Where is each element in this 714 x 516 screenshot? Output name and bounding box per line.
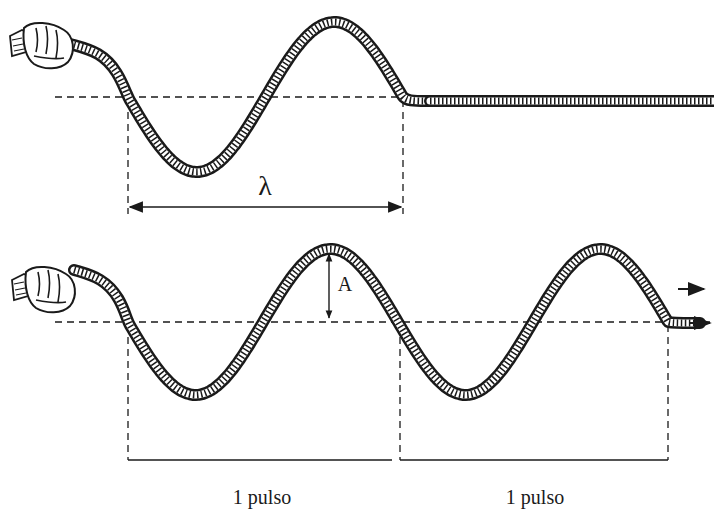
rope [430,101,714,102]
rope-hatching [70,22,430,172]
guide-line [127,325,128,460]
rope-hatching [430,98,714,105]
rope-outline [430,95,714,107]
amplitude-symbol: A [338,274,352,294]
hand-drawing [12,267,75,312]
guide-line [127,100,128,214]
baseline [55,321,714,322]
rope [74,249,700,395]
guide-line [667,325,668,460]
propagation-arrow [690,322,710,324]
wavelength-symbol: λ [258,172,272,200]
wavelength-arrow [130,206,401,208]
guide-line [402,100,403,214]
rope-hatching [74,249,700,395]
pulse-bracket [400,459,668,460]
pulse-bracket [128,459,392,460]
guide-line [399,325,400,460]
rope-fill [74,249,700,395]
hand-drawing [10,23,73,68]
propagation-arrow [678,288,704,290]
rope-outline [70,22,430,172]
rope-fill [430,98,714,105]
pulse-label: 1 pulso [233,487,291,507]
rope-outline [74,249,700,395]
rope [70,22,430,172]
amplitude-arrow [328,254,329,318]
pulse-label: 1 pulso [506,487,564,507]
rope-fill [70,22,430,172]
